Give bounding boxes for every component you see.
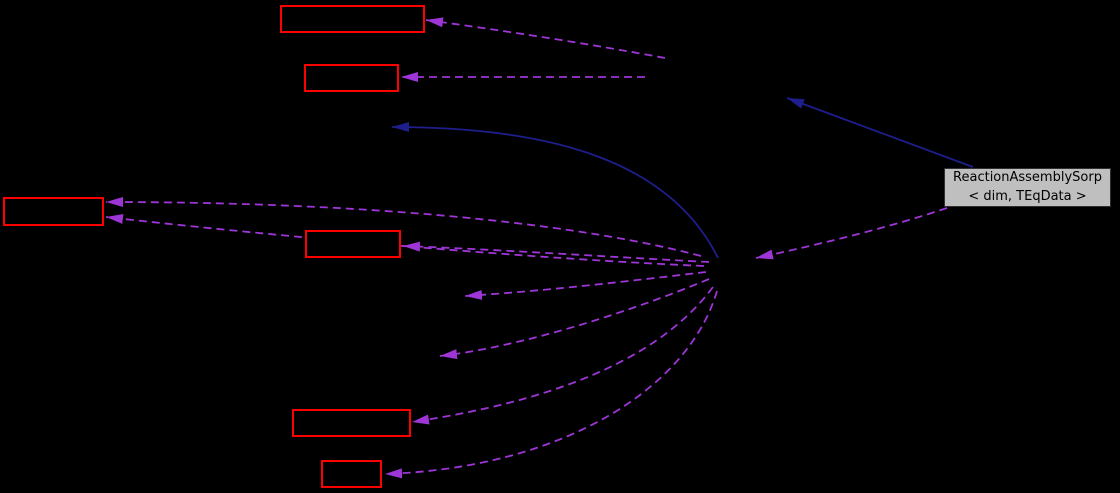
truncated-nodes — [3, 5, 425, 488]
current-class-name: ReactionAssemblySorp — [953, 170, 1102, 186]
usage-edge — [384, 290, 718, 479]
truncated-class-node[interactable] — [3, 197, 104, 226]
inheritance-edge — [786, 97, 974, 168]
usage-edge — [402, 241, 710, 263]
inheritance-edge — [391, 122, 719, 259]
truncated-class-node[interactable] — [280, 5, 425, 33]
usage-edge — [439, 278, 710, 360]
truncated-class-node[interactable] — [321, 460, 382, 488]
current-class-template-params: < dim, TEqData > — [968, 188, 1087, 204]
usage-edge — [105, 197, 702, 257]
usage-edge — [755, 207, 948, 260]
usage-edges — [105, 17, 948, 479]
usage-edge — [425, 17, 666, 59]
usage-edge — [411, 286, 714, 425]
truncated-class-node[interactable] — [305, 230, 401, 258]
truncated-class-node[interactable] — [292, 409, 411, 437]
usage-edge — [105, 213, 705, 267]
truncated-class-node[interactable] — [304, 64, 399, 92]
usage-edge — [464, 271, 707, 300]
inheritance-edges — [391, 97, 974, 259]
current-class-node[interactable]: ReactionAssemblySorp < dim, TEqData > — [944, 168, 1111, 207]
